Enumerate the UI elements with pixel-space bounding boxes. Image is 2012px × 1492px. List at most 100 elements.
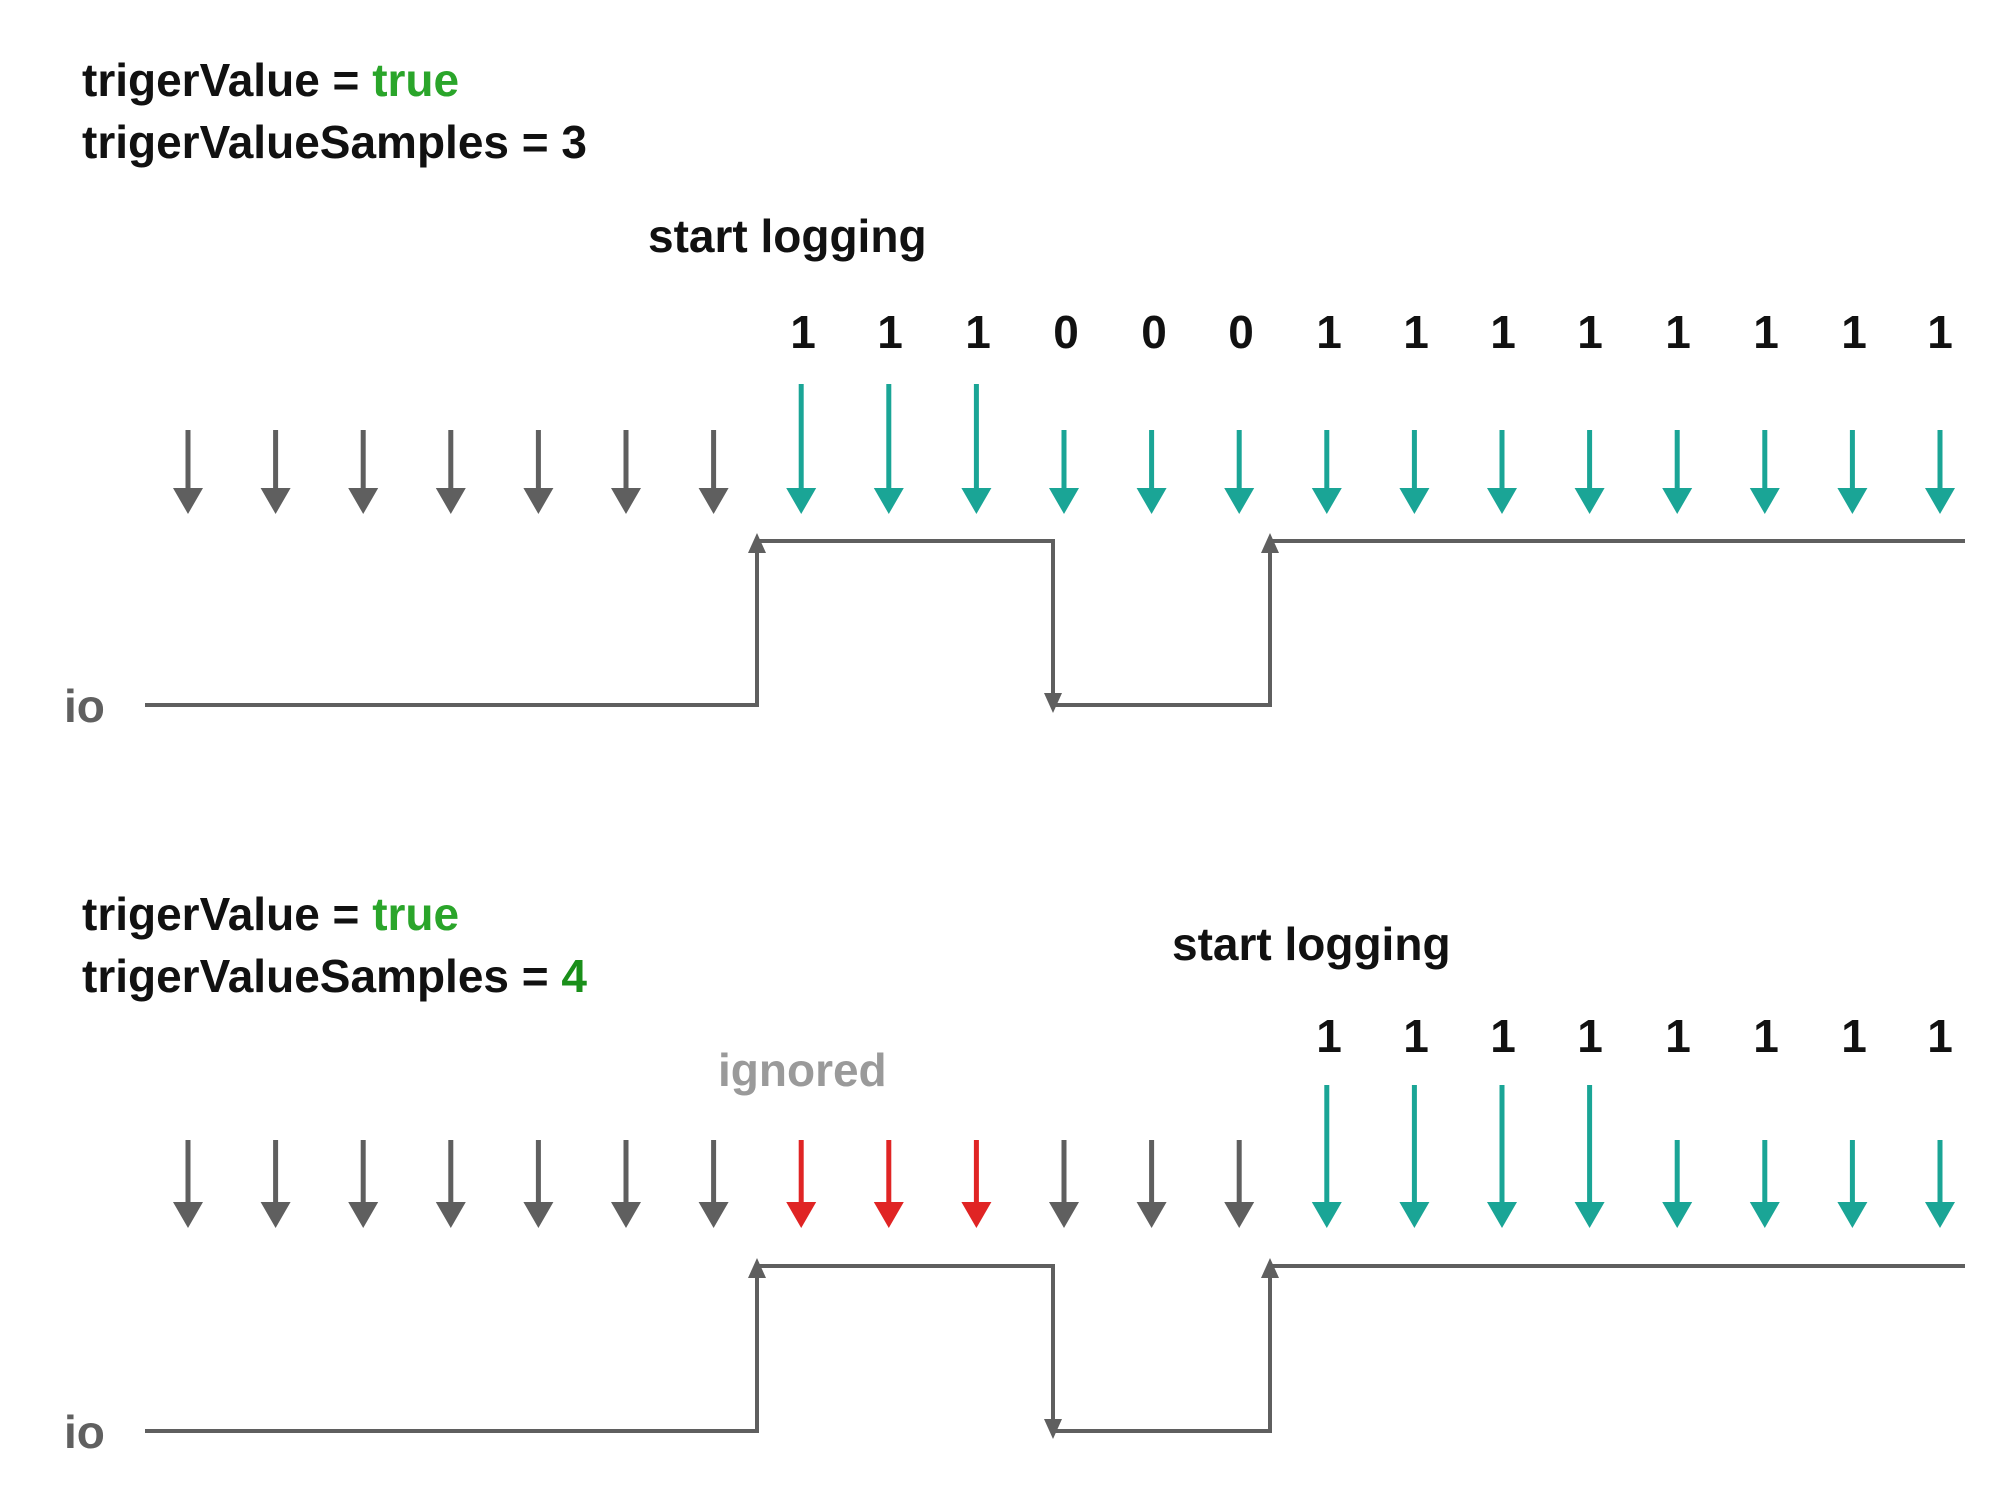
sample-arrow-teal xyxy=(1662,1140,1693,1228)
logged-bit: 1 xyxy=(877,306,903,358)
sample-arrow-head xyxy=(1749,1202,1780,1228)
sample-arrow-teal xyxy=(873,384,904,514)
sample-arrow-head xyxy=(1574,1202,1605,1228)
trigger-value-label: trigerValue = xyxy=(82,54,372,106)
logged-bit: 0 xyxy=(1141,306,1167,358)
logged-bit: 0 xyxy=(1228,306,1254,358)
sample-arrow-head xyxy=(348,1202,379,1228)
sample-arrow-teal xyxy=(786,384,817,514)
sample-arrow-head xyxy=(1049,488,1079,514)
io-signal xyxy=(145,533,1965,713)
sample-arrow-red xyxy=(961,1140,992,1228)
sample-arrow-head xyxy=(873,1202,904,1228)
sample-arrow-teal xyxy=(1136,430,1167,514)
sample-arrow-teal xyxy=(1311,1085,1342,1228)
sample-arrows xyxy=(173,384,1955,514)
sample-arrow-head xyxy=(873,488,904,514)
panel-1: trigerValue = true trigerValueSamples = … xyxy=(64,54,1965,732)
sample-arrow-teal xyxy=(1925,430,1955,514)
trigger-samples-label: trigerValueSamples = xyxy=(82,950,561,1002)
sample-arrow-teal xyxy=(1399,1085,1430,1228)
sample-arrow-head xyxy=(1399,488,1430,514)
rising-edge-arrowhead xyxy=(748,1258,766,1278)
logged-bit: 1 xyxy=(1577,1010,1603,1062)
sample-arrow-teal xyxy=(1925,1140,1955,1228)
trigger-samples-label: trigerValueSamples = xyxy=(82,116,561,168)
sample-arrow-gray xyxy=(1224,1140,1255,1228)
sample-arrow-gray xyxy=(348,1140,379,1228)
panel-2: trigerValue = true trigerValueSamples = … xyxy=(64,888,1965,1458)
sample-arrow-gray xyxy=(1136,1140,1167,1228)
rising-edge-arrowhead xyxy=(748,533,766,553)
logged-bit: 1 xyxy=(1665,306,1691,358)
sample-arrow-gray xyxy=(698,430,729,514)
logged-bit: 1 xyxy=(1403,1010,1429,1062)
sample-arrow-head xyxy=(1574,488,1605,514)
sample-arrow-red xyxy=(873,1140,904,1228)
logged-bit: 1 xyxy=(965,306,991,358)
logged-bit: 1 xyxy=(1490,306,1516,358)
logged-bit: 1 xyxy=(1665,1010,1691,1062)
sample-arrow-head xyxy=(435,1202,466,1228)
sample-arrow-head xyxy=(1837,488,1868,514)
sample-arrow-teal xyxy=(1837,430,1868,514)
logged-bit: 1 xyxy=(1841,306,1867,358)
sample-arrow-head xyxy=(1749,488,1780,514)
logged-bit: 1 xyxy=(1927,306,1953,358)
io-label: io xyxy=(64,680,105,732)
sample-arrow-head xyxy=(1136,1202,1167,1228)
falling-edge-arrowhead xyxy=(1044,693,1062,713)
sample-arrow-head xyxy=(260,488,291,514)
sample-arrow-head xyxy=(523,1202,554,1228)
sample-arrow-teal xyxy=(1311,430,1342,514)
io-signal xyxy=(145,1258,1965,1439)
sample-arrow-head xyxy=(1399,1202,1430,1228)
sample-arrow-head xyxy=(1311,488,1342,514)
logged-bits: 1 1 1 0 0 0 1 1 1 1 1 1 1 1 xyxy=(790,306,1953,358)
logged-bit: 1 xyxy=(1316,306,1342,358)
trigger-value-label: trigerValue = xyxy=(82,888,372,940)
sample-arrow-head xyxy=(1224,488,1255,514)
sample-arrow-teal xyxy=(1487,1085,1517,1228)
sample-arrow-gray xyxy=(523,430,554,514)
sample-arrow-head xyxy=(698,1202,729,1228)
logged-bit: 1 xyxy=(1316,1010,1342,1062)
sample-arrow-head xyxy=(1224,1202,1255,1228)
sample-arrow-teal xyxy=(1224,430,1255,514)
trigger-value-line: trigerValue = true xyxy=(82,888,459,940)
sample-arrow-gray xyxy=(611,1140,641,1228)
sample-arrow-head xyxy=(1487,488,1517,514)
trigger-samples-line: trigerValueSamples = 4 xyxy=(82,950,587,1002)
sample-arrow-head xyxy=(1487,1202,1517,1228)
sample-arrow-head xyxy=(1662,488,1693,514)
sample-arrow-gray xyxy=(523,1140,554,1228)
rising-edge-arrowhead xyxy=(1261,533,1279,553)
sample-arrow-head xyxy=(961,1202,992,1228)
logged-bit: 1 xyxy=(1490,1010,1516,1062)
trigger-samples-value: 4 xyxy=(561,950,587,1002)
trigger-value: true xyxy=(372,888,459,940)
sample-arrow-teal xyxy=(961,384,992,514)
sample-arrow-head xyxy=(1136,488,1167,514)
sample-arrow-head xyxy=(348,488,379,514)
sample-arrow-teal xyxy=(1574,430,1605,514)
sample-arrow-head xyxy=(1311,1202,1342,1228)
sample-arrow-gray xyxy=(173,430,203,514)
sample-arrow-head xyxy=(1049,1202,1079,1228)
start-logging-label: start logging xyxy=(1172,918,1451,970)
trigger-value-line: trigerValue = true xyxy=(82,54,459,106)
sample-arrow-red xyxy=(786,1140,817,1228)
sample-arrow-gray xyxy=(611,430,641,514)
logged-bit: 1 xyxy=(1403,306,1429,358)
io-signal-line xyxy=(145,1264,1965,1433)
logged-bit: 1 xyxy=(1753,306,1779,358)
rising-edge-arrowhead xyxy=(1261,1258,1279,1278)
sample-arrow-head xyxy=(611,488,641,514)
sample-arrow-head xyxy=(173,1202,203,1228)
sample-arrow-head xyxy=(523,488,554,514)
trigger-samples-line: trigerValueSamples = 3 xyxy=(82,116,587,168)
sample-arrow-teal xyxy=(1399,430,1430,514)
logged-bit: 1 xyxy=(1753,1010,1779,1062)
io-signal-line xyxy=(145,539,1965,707)
sample-arrow-head xyxy=(1925,1202,1955,1228)
